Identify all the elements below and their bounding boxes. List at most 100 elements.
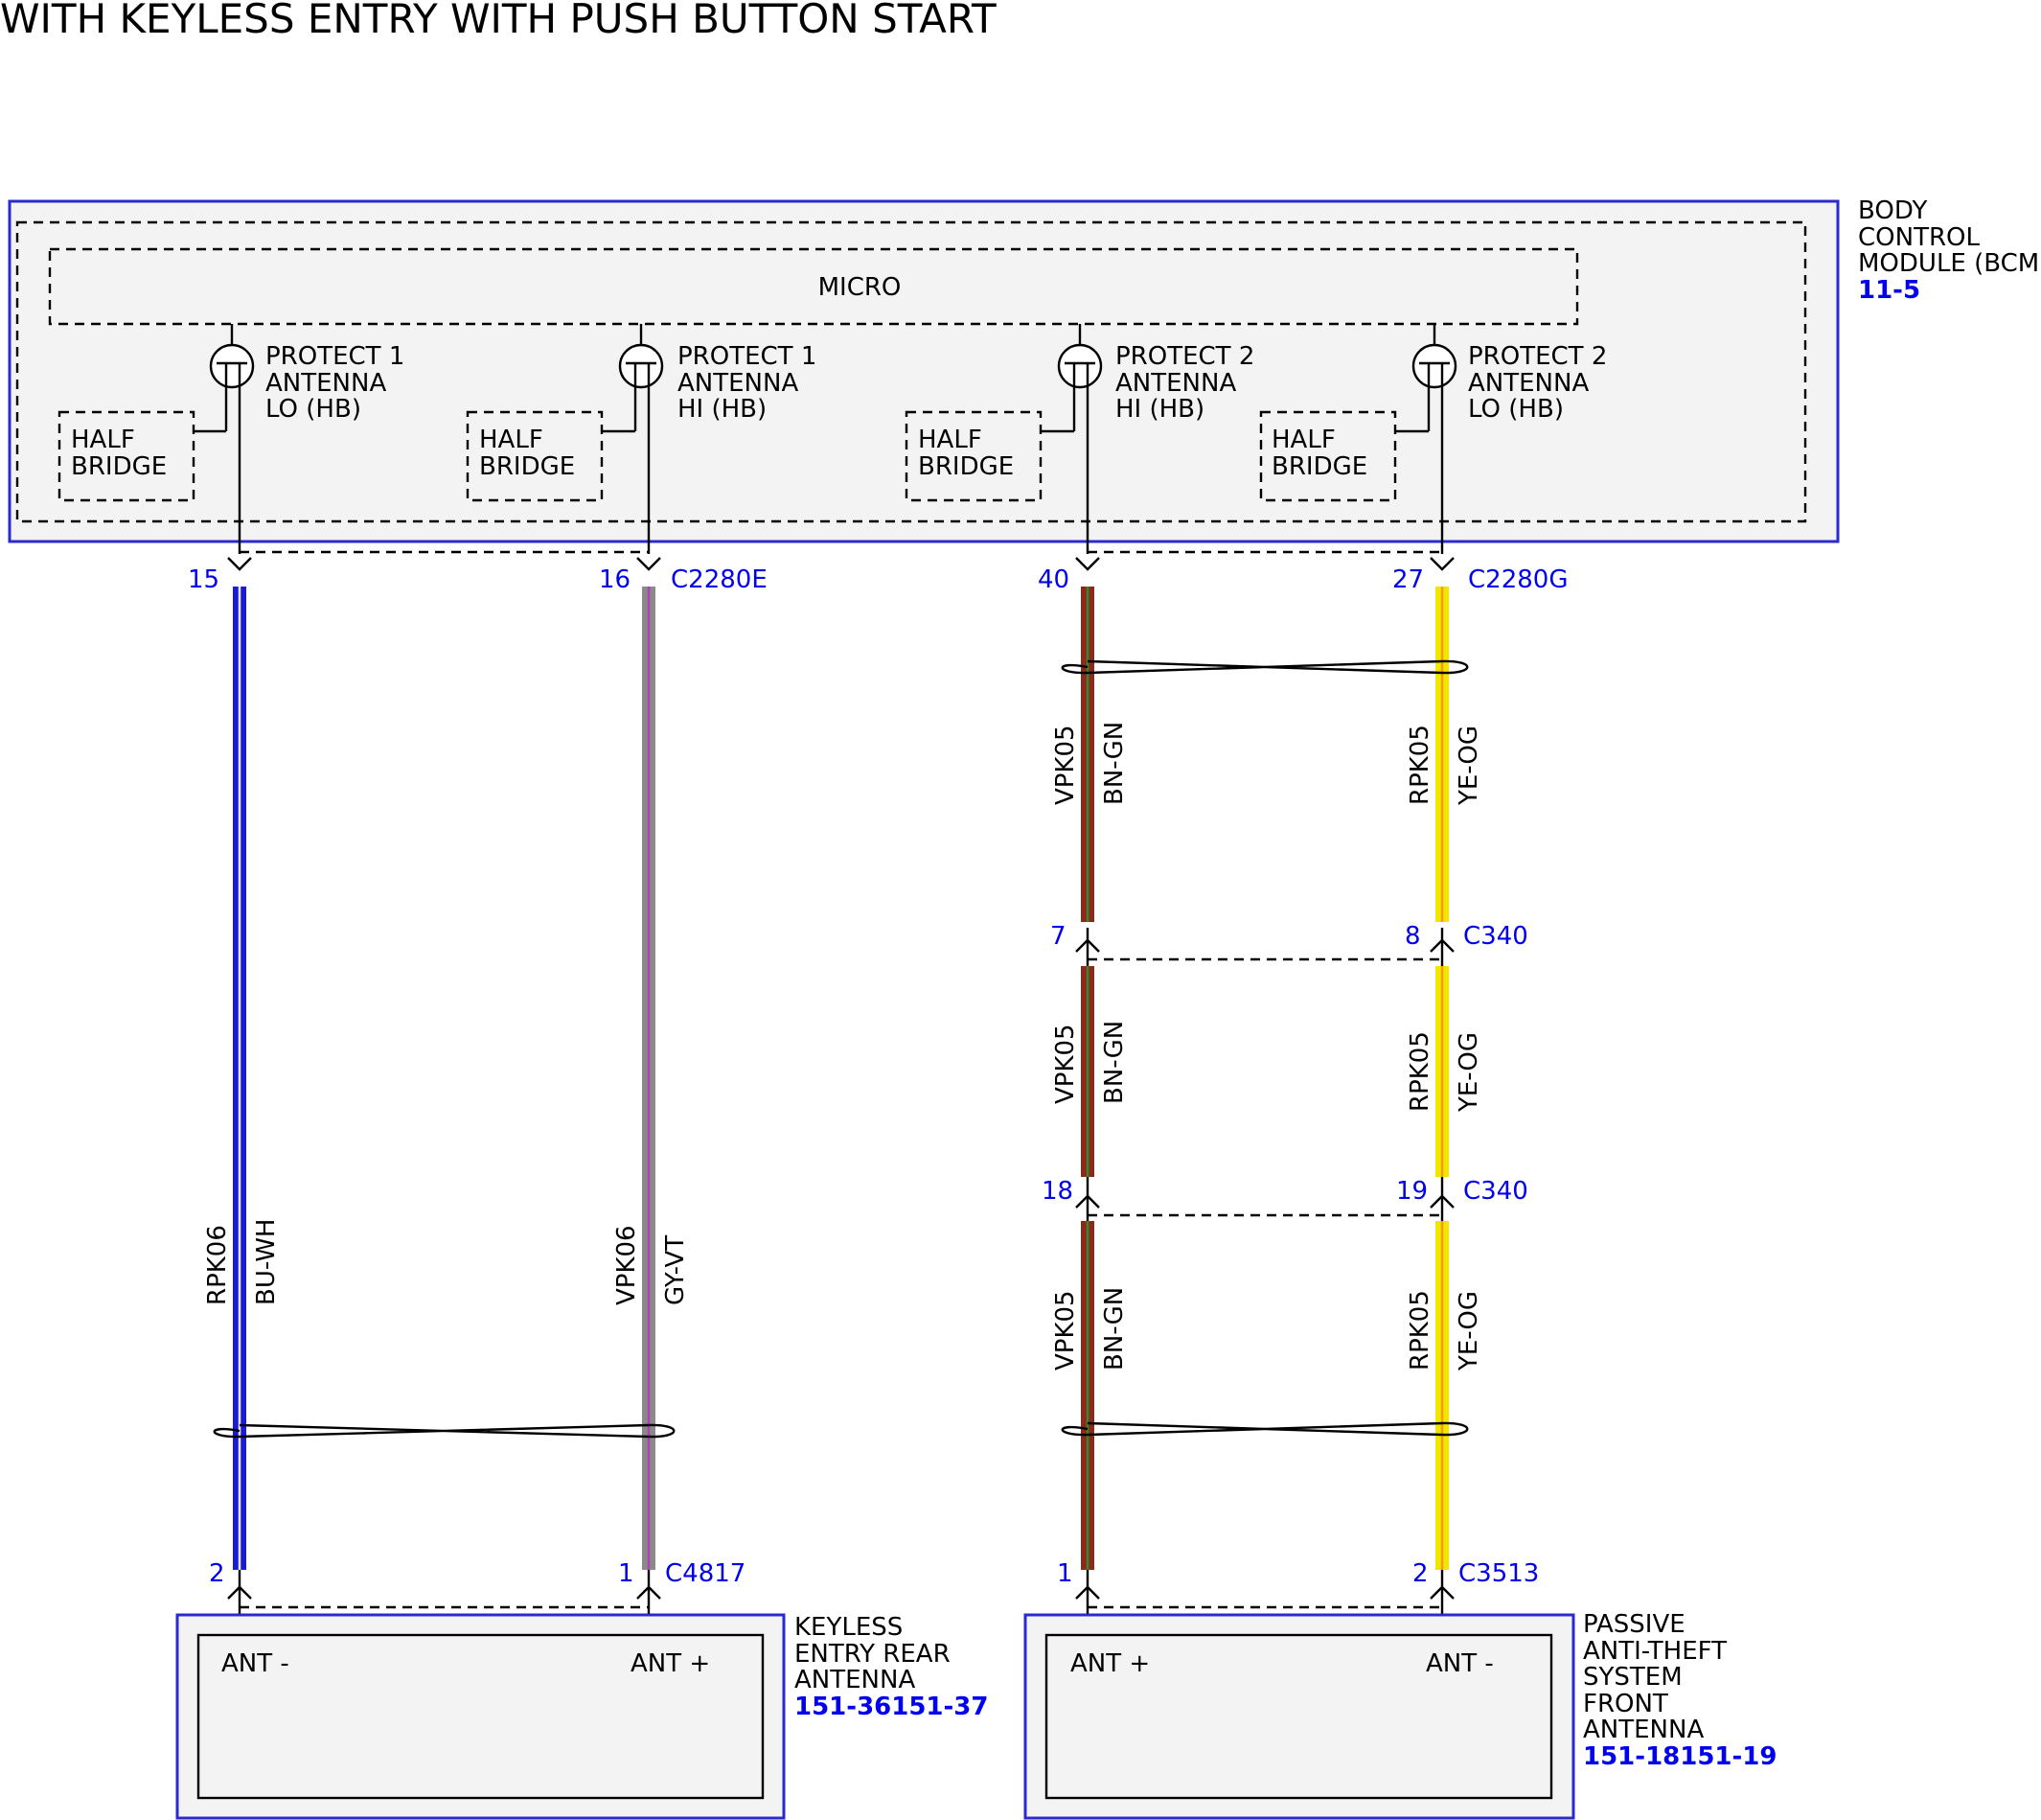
connector-c340-label-2[interactable]: C340 xyxy=(1463,1177,1528,1206)
connector-c340-a: 7 8 C340 xyxy=(1050,922,1528,966)
front-antenna-name-line-3: SYSTEM xyxy=(1583,1663,1683,1692)
wire-3-mid-pin-2: 18 xyxy=(1042,1177,1073,1206)
wire-2-bottom-pin: 1 xyxy=(618,1559,634,1588)
output-1-label-line-3: LO (HB) xyxy=(265,395,361,424)
connector-c340-b: 18 19 C340 xyxy=(1042,1177,1528,1221)
rear-antenna-pin-2: ANT + xyxy=(631,1649,710,1678)
wire-3-seg-1-circuit-id: VPK05 xyxy=(1051,725,1080,805)
wire-2-top-pin: 16 xyxy=(599,565,631,594)
rear-antenna-name-line-2: ENTRY REAR xyxy=(794,1640,951,1669)
wire-4-seg-1-circuit-id: RPK05 xyxy=(1406,725,1434,805)
connector-c2280g-label[interactable]: C2280G xyxy=(1468,565,1568,594)
wire-3-seg-2-circuit-id: VPK05 xyxy=(1051,1024,1080,1104)
rear-antenna-name-line-3: ANTENNA xyxy=(794,1666,915,1694)
front-antenna-page-ref-link[interactable]: 151-18151-19 xyxy=(1583,1742,1777,1771)
wire-1-top-pin: 15 xyxy=(188,565,219,594)
wire-3-seg-3-color-code: BN-GN xyxy=(1100,1287,1129,1371)
protection-circuit-icon xyxy=(1411,343,1457,389)
micro-label: MICRO xyxy=(818,273,902,302)
wire-4-mid-pin-1: 8 xyxy=(1405,922,1421,951)
rear-antenna-body xyxy=(196,1633,765,1800)
half-bridge-label-line-1: HALF xyxy=(918,426,982,454)
half-bridge-label-line-2: BRIDGE xyxy=(479,452,575,481)
front-antenna-body xyxy=(1044,1633,1553,1800)
output-4-label-line-3: LO (HB) xyxy=(1468,395,1564,424)
bcm-output-4: HALF BRIDGE PROTECT 2 ANTENNA LO (HB) xyxy=(1259,324,1607,554)
bcm-output-1: HALF BRIDGE PROTECT 1 ANTENNA LO (HB) xyxy=(57,324,404,554)
twisted-pair-symbol xyxy=(213,1423,676,1439)
connector-c2280g: 40 27 C2280G xyxy=(1038,550,1568,594)
output-1-label-line-1: PROTECT 1 xyxy=(265,342,404,371)
output-2-label-line-2: ANTENNA xyxy=(677,369,798,398)
half-bridge-label-line-2: BRIDGE xyxy=(1272,452,1367,481)
output-2-label-line-1: PROTECT 1 xyxy=(677,342,816,371)
bcm-page-ref-link[interactable]: 11-5 xyxy=(1858,276,1920,305)
bcm-name-line-1: BODY xyxy=(1858,196,1927,225)
wire-2-color-code: GY-VT xyxy=(661,1235,690,1305)
protection-circuit-icon xyxy=(209,343,255,389)
wire-bn-gn: VPK05 BN-GN VPK05 BN-GN VPK05 BN-GN xyxy=(1051,587,1129,1570)
connector-c2280e: 15 16 C2280E xyxy=(188,550,768,594)
twisted-pair-symbol xyxy=(1061,1421,1469,1437)
front-antenna-name-line-2: ANTI-THEFT xyxy=(1583,1637,1727,1666)
wire-1-circuit-id: RPK06 xyxy=(203,1225,232,1305)
output-3-label-line-2: ANTENNA xyxy=(1115,369,1236,398)
half-bridge-block xyxy=(1259,410,1397,502)
rear-antenna-name-line-1: KEYLESS xyxy=(794,1613,903,1642)
wire-3-seg-3-circuit-id: VPK05 xyxy=(1051,1290,1080,1371)
half-bridge-block xyxy=(466,410,604,502)
protection-circuit-icon xyxy=(618,343,664,389)
bcm-inner-boundary xyxy=(15,220,1807,523)
micro-block xyxy=(48,247,1579,326)
output-3-label-line-3: HI (HB) xyxy=(1115,395,1204,424)
wire-bu-wh: RPK06 BU-WH xyxy=(203,587,281,1570)
half-bridge-block xyxy=(905,410,1043,502)
rear-antenna-pin-1: ANT - xyxy=(221,1649,289,1678)
wire-4-bottom-pin: 2 xyxy=(1412,1559,1429,1588)
wire-3-seg-2-color-code: BN-GN xyxy=(1100,1021,1129,1104)
front-antenna-name-line-1: PASSIVE xyxy=(1583,1610,1686,1639)
wire-1-bottom-pin: 2 xyxy=(209,1559,225,1588)
wire-3-top-pin: 40 xyxy=(1038,565,1069,594)
wire-gy-vt: VPK06 GY-VT xyxy=(612,587,690,1570)
output-4-label-line-1: PROTECT 2 xyxy=(1468,342,1607,371)
wire-2-circuit-id: VPK06 xyxy=(612,1225,641,1305)
wire-3-mid-pin-1: 7 xyxy=(1050,922,1066,951)
wire-4-seg-2-color-code: YE-OG xyxy=(1455,1032,1483,1113)
wire-3-bottom-pin: 1 xyxy=(1057,1559,1073,1588)
bcm-output-2: HALF BRIDGE PROTECT 1 ANTENNA HI (HB) xyxy=(466,324,816,554)
protection-circuit-icon xyxy=(1057,343,1103,389)
twisted-pair-symbol xyxy=(1061,659,1469,675)
output-4-label-line-2: ANTENNA xyxy=(1468,369,1589,398)
wire-4-seg-1-color-code: YE-OG xyxy=(1455,726,1483,806)
bcm-name-line-3: MODULE (BCM) xyxy=(1858,249,2041,278)
diagram-title: WITH KEYLESS ENTRY WITH PUSH BUTTON STAR… xyxy=(0,0,997,42)
half-bridge-label-line-1: HALF xyxy=(71,426,135,454)
connector-c340-label-1[interactable]: C340 xyxy=(1463,922,1528,951)
bcm-output-3: HALF BRIDGE PROTECT 2 ANTENNA HI (HB) xyxy=(905,324,1254,554)
wire-4-mid-pin-2: 19 xyxy=(1396,1177,1428,1206)
wire-4-seg-3-circuit-id: RPK05 xyxy=(1406,1290,1434,1371)
rear-antenna-page-ref-link[interactable]: 151-36151-37 xyxy=(794,1693,989,1721)
pats-front-antenna: ANT + ANT - PASSIVE ANTI-THEFT SYSTEM FR… xyxy=(1023,1610,1777,1820)
wire-4-seg-2-circuit-id: RPK05 xyxy=(1406,1031,1434,1112)
wire-1-color-code: BU-WH xyxy=(252,1219,281,1305)
output-2-label-line-3: HI (HB) xyxy=(677,395,767,424)
front-antenna-pin-1: ANT + xyxy=(1070,1649,1150,1678)
front-antenna-name-line-5: ANTENNA xyxy=(1583,1716,1704,1744)
output-3-label-line-1: PROTECT 2 xyxy=(1115,342,1254,371)
connector-c3513-label[interactable]: C3513 xyxy=(1458,1559,1539,1588)
half-bridge-block xyxy=(57,410,195,502)
output-1-label-line-2: ANTENNA xyxy=(265,369,386,398)
wire-4-seg-3-color-code: YE-OG xyxy=(1455,1291,1483,1371)
half-bridge-label-line-2: BRIDGE xyxy=(918,452,1014,481)
wire-4-top-pin: 27 xyxy=(1392,565,1424,594)
wire-ye-og: RPK05 YE-OG RPK05 YE-OG RPK05 YE-OG xyxy=(1406,587,1483,1570)
half-bridge-label-line-1: HALF xyxy=(479,426,543,454)
half-bridge-label-line-1: HALF xyxy=(1272,426,1336,454)
bcm-name-line-2: CONTROL xyxy=(1858,223,1980,252)
connector-c4817-label[interactable]: C4817 xyxy=(665,1559,745,1588)
connector-c2280e-label[interactable]: C2280E xyxy=(671,565,768,594)
wire-3-seg-1-color-code: BN-GN xyxy=(1100,722,1129,805)
